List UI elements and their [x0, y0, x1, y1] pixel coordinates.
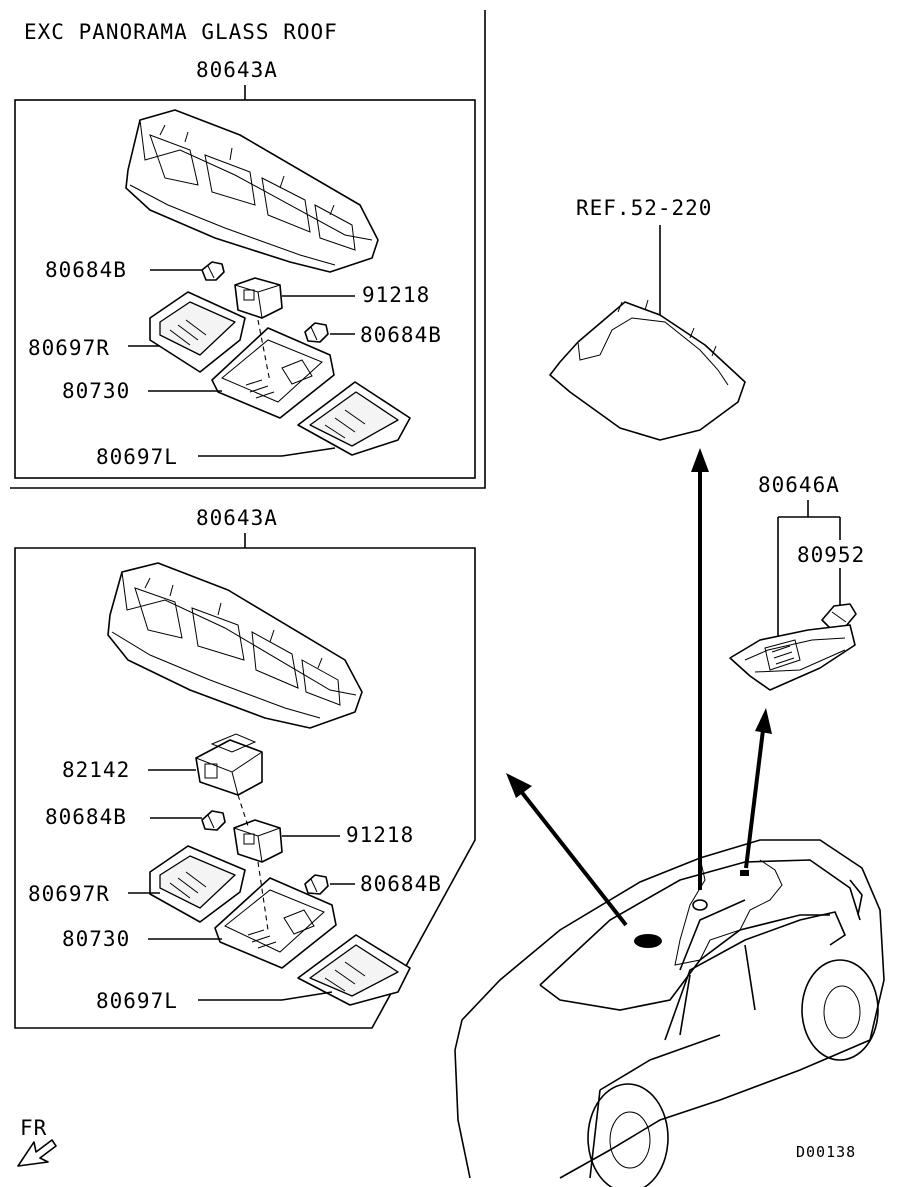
rear-lamp-unit: [729, 624, 856, 691]
lower-switch-big: [195, 733, 263, 796]
lower-switch-big-label: 82142: [62, 758, 130, 782]
exc-panorama-note: EXC PANORAMA GLASS ROOF: [24, 20, 338, 44]
car-outline: [454, 839, 885, 1187]
upper-bulb-2: [304, 322, 329, 343]
rear-lamp-bulb-label: 80952: [797, 543, 865, 567]
upper-lens-l: [297, 381, 411, 456]
arrow-rear-lamp: [744, 708, 772, 869]
lower-assembly-label: 80643A: [196, 506, 278, 530]
roof-panel: [549, 299, 746, 441]
upper-lens-r-label: 80697R: [28, 336, 110, 360]
lower-bulb-2: [304, 874, 329, 895]
lower-bulb-a-label: 80684B: [45, 805, 127, 829]
upper-bulb-a-label: 80684B: [45, 258, 127, 282]
upper-housing: [211, 327, 335, 419]
upper-group: 80643A 80684B 91218: [28, 58, 442, 469]
roof-ref-label: REF.52-220: [576, 196, 712, 220]
lower-lens-r: [149, 845, 246, 923]
arrow-roof: [691, 448, 709, 890]
lower-switch-label: 91218: [346, 823, 414, 847]
upper-lens-r: [149, 291, 246, 373]
lower-bulb-1: [201, 810, 226, 831]
fr-arrow-icon: [17, 1139, 57, 1167]
lower-housing-label: 80730: [62, 927, 130, 951]
upper-bulb-1: [201, 261, 225, 281]
lower-housing: [214, 877, 337, 969]
upper-housing-label: 80730: [62, 379, 130, 403]
direction-label: FR: [20, 1116, 47, 1140]
rear-lamp-assembly-label: 80646A: [758, 473, 840, 497]
arrow-front-lamp: [506, 773, 628, 927]
upper-bulb-b-label: 80684B: [360, 323, 442, 347]
upper-lens-l-label: 80697L: [96, 445, 178, 469]
upper-console-base: [125, 109, 379, 273]
upper-switch-label: 91218: [362, 283, 430, 307]
rear-lamp-bulb: [821, 603, 857, 629]
lower-group: 80643A 82142 80684B: [28, 506, 442, 1013]
lower-lens-l: [297, 934, 411, 1006]
lower-lens-l-label: 80697L: [96, 989, 178, 1013]
upper-assembly-label: 80643A: [196, 58, 278, 82]
upper-switch: [234, 277, 283, 319]
front-lamp-mark: [634, 934, 662, 948]
lower-console-base: [107, 562, 363, 729]
lower-bulb-b-label: 80684B: [360, 872, 442, 896]
figure-code: D00138: [796, 1143, 856, 1161]
lower-lens-r-label: 80697R: [28, 882, 110, 906]
lower-switch: [233, 819, 283, 863]
lower-frame: [14, 547, 476, 1029]
